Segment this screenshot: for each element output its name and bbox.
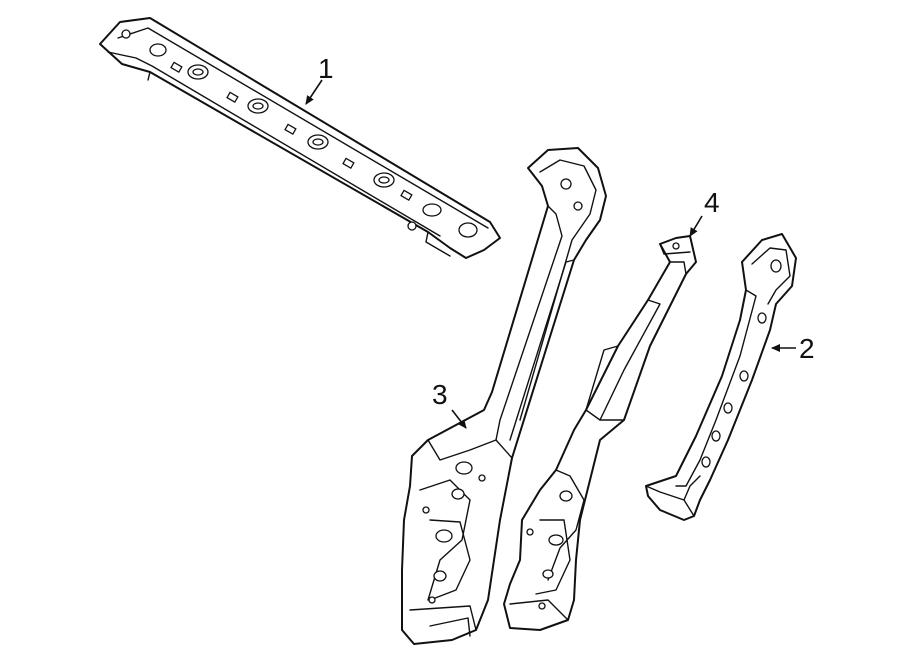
callout-1-leader (305, 79, 323, 105)
callout-4: 4 (689, 187, 720, 237)
part-2-trim-panel (645, 233, 797, 521)
callout-4-leader (689, 215, 703, 237)
callout-4-label: 4 (704, 187, 720, 218)
callout-1-label: 1 (318, 53, 334, 84)
callout-2: 2 (771, 333, 815, 364)
callout-3-label: 3 (432, 379, 448, 410)
callout-3: 3 (432, 379, 467, 429)
part-4-reinforcement (503, 235, 697, 631)
part-1-roof-bow (99, 17, 501, 259)
callout-3-leader (451, 409, 467, 429)
part-3-pillar (401, 147, 607, 645)
callout-1: 1 (305, 53, 334, 105)
callout-2-label: 2 (799, 333, 815, 364)
